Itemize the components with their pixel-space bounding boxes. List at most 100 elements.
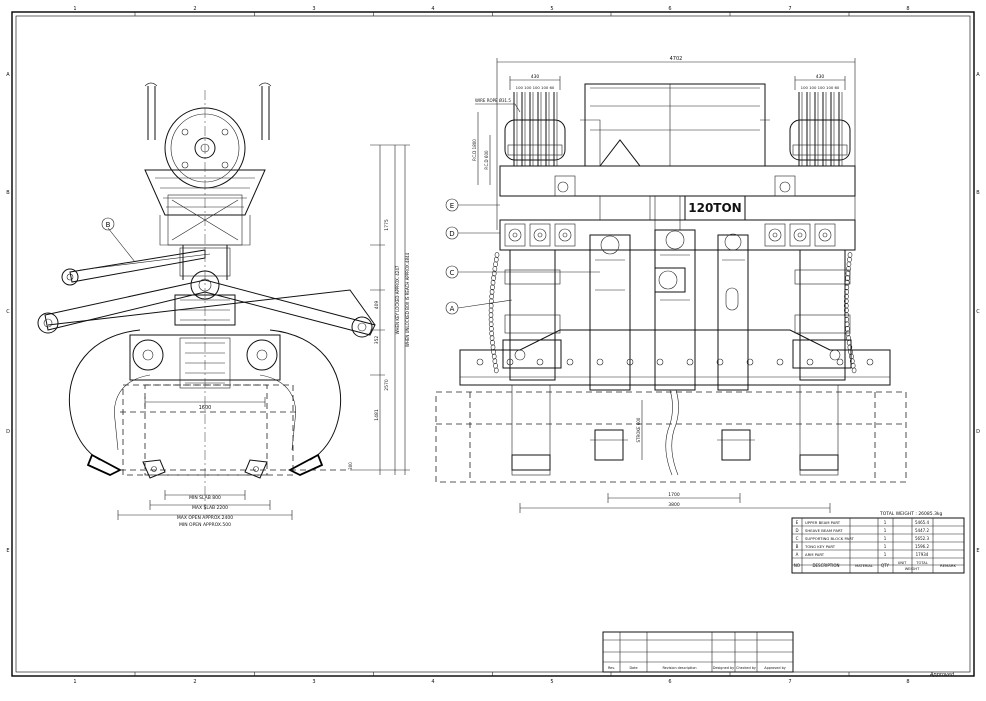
sheave-box [504, 223, 526, 247]
sheave-hub [822, 232, 828, 238]
chain-link [489, 298, 494, 305]
rev-header: Approved by [764, 666, 786, 670]
chain-link [845, 275, 850, 281]
rev-header: Checked by [736, 666, 756, 670]
grid-col-top: 4 [431, 6, 434, 12]
part-total: 5652.3 [915, 536, 929, 541]
grid-col-bottom: 3 [312, 679, 315, 685]
chain-link [846, 335, 851, 341]
header-qty: QTY [881, 563, 890, 568]
chain-link [849, 358, 855, 365]
grid-row-right: C [976, 309, 980, 315]
part-total: 5465.4 [915, 520, 929, 525]
grid-row-left: A [6, 72, 10, 78]
header-total: TOTAL [915, 561, 927, 565]
bolt [836, 358, 844, 366]
chain-link [489, 289, 495, 295]
bolt [866, 358, 874, 366]
rope-drum [504, 119, 566, 161]
dim-4702: 4702 [670, 56, 683, 62]
part-desc: TONG KEY PART [804, 544, 836, 549]
chain-link [489, 330, 494, 337]
front-view: 4702 430 430 100 100 100 100 60 100 100 … [435, 56, 907, 513]
sheave-hub [772, 232, 778, 238]
header-desc: DESCRIPTION [812, 563, 839, 568]
grid-col-top: 5 [550, 6, 553, 12]
callout-c: C [450, 269, 455, 277]
chain-link [488, 316, 494, 323]
dim-unlocked: WHEN UNLOCKED BOX IS REACH APPROX.4844 [405, 252, 410, 347]
dim-1481: 1481 [374, 409, 380, 421]
chain-link [492, 265, 498, 272]
chain-link [491, 349, 496, 355]
rope-clamp [792, 144, 848, 156]
grid-col-top: 2 [193, 6, 196, 12]
grid-row-left: B [6, 190, 10, 196]
chain-link [493, 362, 498, 369]
dim-min-open: MIN OPEN APPROX.500 [179, 522, 231, 528]
chain-link [847, 344, 853, 351]
bolt [686, 358, 694, 366]
part-qty: 1 [884, 528, 887, 533]
chain-link [491, 353, 497, 360]
chain-link [489, 293, 494, 300]
chain-link [489, 325, 494, 332]
bolt [566, 358, 574, 366]
dim-409: 409 [374, 301, 380, 310]
grid-row-left: D [6, 429, 10, 435]
total-weight: TOTAL WEIGHT : 26085.3kg [879, 511, 943, 517]
outer-border [11, 11, 975, 677]
part-total: 1596.2 [915, 544, 929, 549]
grid-col-bottom: 7 [788, 679, 791, 685]
bolt [506, 358, 514, 366]
bolt [536, 358, 544, 366]
chain-link [846, 265, 851, 272]
bolt [776, 358, 784, 366]
chain-link [845, 270, 851, 277]
dim-small: 300 [348, 462, 353, 470]
bolt [656, 358, 664, 366]
sheave [818, 228, 832, 242]
chain-link [492, 358, 498, 365]
callout-d: D [449, 230, 454, 238]
part-total: 5447.2 [915, 528, 929, 533]
part-no: A [796, 552, 799, 557]
grid-row-right: D [976, 429, 980, 435]
sheave [508, 228, 522, 242]
bolt [806, 358, 814, 366]
chain-link [845, 325, 850, 332]
chain-link [850, 362, 856, 369]
part-desc: SHEAVE BEAM PART [805, 528, 843, 533]
chain-link [846, 261, 852, 268]
dim-430-right: 430 [816, 74, 825, 80]
part-desc: ARM PART [805, 552, 825, 557]
dim-max-slab: MAX SLAB 2200 [192, 505, 228, 511]
dim-max-open: MAX OPEN APPROX.2400 [177, 515, 233, 521]
sheave-hub [797, 232, 803, 238]
sheave-box [764, 223, 786, 247]
grid-row-left: C [6, 309, 10, 315]
chain-link [493, 256, 499, 263]
rope-drum [789, 119, 851, 161]
part-desc: SUPPORTING BLOCK PART [805, 536, 854, 541]
grid-col-bottom: 1 [73, 679, 76, 685]
grid-row-right: A [976, 72, 980, 78]
stroke-dim: STROKE 600 [636, 417, 641, 442]
grid-col-top: 3 [312, 6, 315, 12]
chain-link [488, 307, 494, 314]
dim-3800: 3800 [668, 502, 680, 508]
sheave [793, 228, 807, 242]
rev-header: Date [629, 666, 637, 670]
chain-link [847, 252, 853, 258]
dim-1700: 1700 [668, 492, 680, 498]
chain-link [844, 284, 850, 291]
callout-a: A [450, 305, 455, 313]
bolt [476, 358, 484, 366]
sheave-box [814, 223, 836, 247]
callout-e: E [450, 202, 454, 210]
part-total: 17934 [916, 552, 929, 557]
pcd-600: P.C.D 600 [484, 150, 489, 170]
sheave-box [529, 223, 551, 247]
